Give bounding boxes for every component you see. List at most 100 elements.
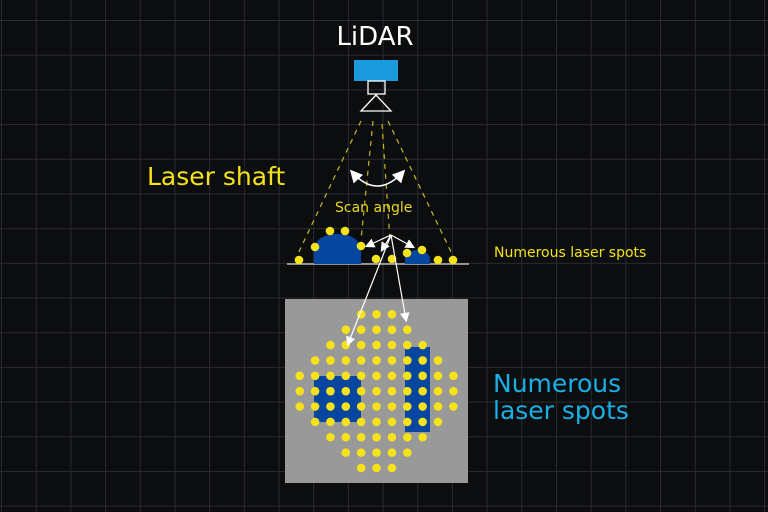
laser-shaft-label: Laser shaft	[147, 162, 286, 191]
laser-spot	[387, 448, 397, 457]
laser-spot	[402, 248, 412, 258]
laser-spot	[387, 386, 397, 396]
laser-spot	[418, 417, 427, 427]
laser-spot	[310, 386, 320, 396]
laser-spot	[418, 402, 427, 411]
laser-spot	[372, 371, 381, 381]
laser-spot	[402, 432, 412, 442]
laser-spot	[340, 226, 350, 236]
laser-spot	[356, 386, 366, 396]
laser-spot	[341, 432, 351, 442]
laser-spot	[387, 340, 397, 350]
laser-spot	[372, 448, 381, 457]
laser-beams	[295, 120, 455, 259]
laser-spot	[326, 417, 335, 427]
laser-spot	[387, 417, 397, 427]
laser-spot	[326, 402, 335, 411]
laser-spot	[356, 340, 366, 350]
laser-spot	[387, 325, 397, 334]
side-laser-spots	[294, 226, 458, 265]
laser-spot	[402, 325, 412, 334]
laser-spot	[372, 417, 381, 427]
laser-spot	[418, 432, 427, 442]
laser-spot	[433, 255, 443, 265]
laser-spot	[402, 356, 412, 365]
laser-spot	[310, 417, 320, 427]
laser-spot	[326, 432, 335, 442]
laser-spot	[310, 242, 320, 252]
laser-spot	[356, 402, 366, 411]
laser-spot	[418, 371, 427, 381]
laser-spot	[402, 417, 412, 427]
laser-spot	[387, 463, 397, 473]
laser-spot	[433, 356, 443, 365]
spots-top-label-line1: Numerous	[493, 369, 622, 398]
laser-spot	[326, 371, 335, 381]
laser-spot	[433, 402, 443, 411]
laser-spot	[402, 386, 412, 396]
laser-spot	[372, 356, 381, 365]
laser-spot	[418, 386, 427, 396]
laser-spot	[372, 325, 381, 334]
laser-spot	[449, 371, 458, 381]
laser-spot	[449, 386, 458, 396]
laser-spot	[372, 310, 381, 319]
lidar-title: LiDAR	[336, 22, 414, 52]
laser-spot	[372, 432, 381, 442]
laser-spot	[356, 432, 366, 442]
laser-spot	[402, 371, 412, 381]
arrow	[390, 234, 410, 323]
laser-spot	[372, 340, 381, 350]
laser-spot	[449, 402, 458, 411]
lidar-emitter-icon	[359, 94, 393, 112]
lidar-sensor-body	[354, 60, 398, 81]
laser-spot	[387, 356, 397, 365]
laser-spot	[310, 356, 320, 365]
laser-spot	[341, 402, 351, 411]
laser-spot	[418, 356, 427, 365]
laser-spot	[387, 254, 397, 264]
laser-spot	[326, 356, 335, 365]
laser-spot	[371, 254, 381, 264]
laser-spot	[387, 310, 397, 319]
laser-spot	[356, 417, 366, 427]
object-left-profile	[314, 234, 361, 264]
arrow	[364, 234, 392, 248]
laser-spot	[295, 402, 305, 411]
laser-spot	[326, 340, 335, 350]
spots-side-label: Numerous laser spots	[494, 245, 647, 261]
laser-spot	[433, 371, 443, 381]
laser-spot	[310, 371, 320, 381]
laser-spot	[341, 356, 351, 365]
laser-spot	[372, 402, 381, 411]
laser-spot	[295, 386, 305, 396]
laser-spot	[356, 356, 366, 365]
laser-spot	[341, 386, 351, 396]
spots-top-label-line2: laser spots	[493, 396, 629, 425]
top-laser-spots	[295, 310, 458, 473]
laser-spot	[372, 463, 381, 473]
laser-spot	[356, 448, 366, 457]
laser-spot	[387, 371, 397, 381]
laser-spot	[402, 448, 412, 457]
laser-spot	[326, 386, 335, 396]
laser-beam	[360, 120, 374, 241]
arrow	[346, 234, 392, 347]
lidar-sensor-neck	[367, 80, 386, 95]
laser-spot	[433, 417, 443, 427]
scan-angle-arc-arrow	[349, 169, 406, 187]
laser-spot	[356, 325, 366, 334]
laser-spot	[356, 371, 366, 381]
laser-spot	[402, 402, 412, 411]
laser-spot	[387, 402, 397, 411]
laser-spot	[341, 371, 351, 381]
object-left-top-view	[314, 376, 361, 422]
arrow	[390, 234, 416, 249]
laser-spot	[341, 325, 351, 334]
laser-beam	[381, 123, 391, 241]
laser-spot	[325, 226, 335, 236]
laser-beam	[387, 120, 455, 259]
laser-spot	[295, 371, 305, 381]
laser-spot	[341, 448, 351, 457]
